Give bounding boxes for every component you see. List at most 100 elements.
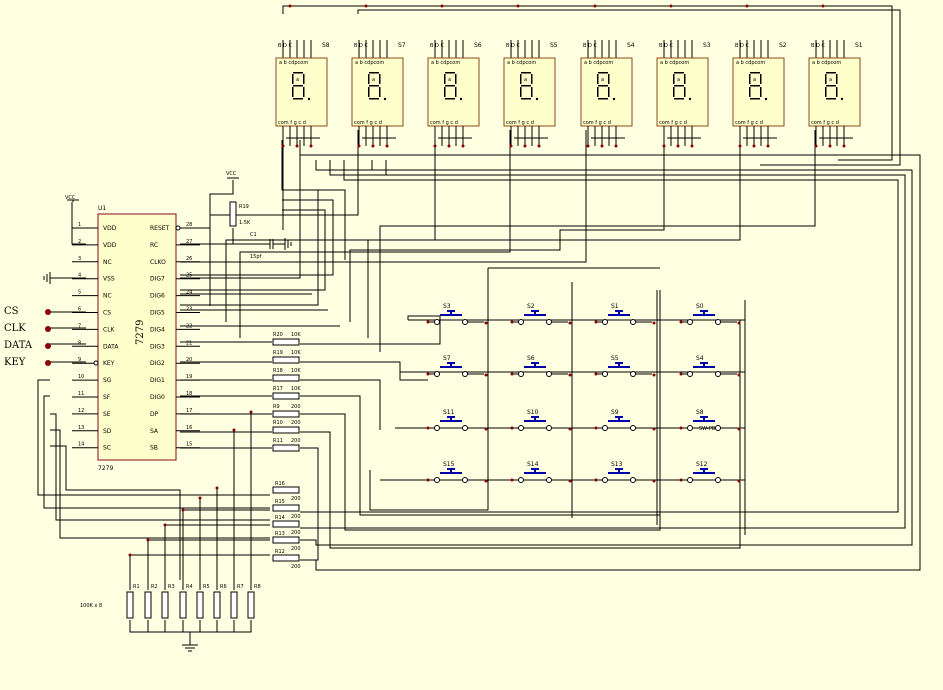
segment-g bbox=[826, 85, 836, 87]
segment-g bbox=[293, 85, 303, 87]
switch-ref: S0 bbox=[696, 303, 704, 310]
pin-number: 22 bbox=[186, 323, 192, 329]
switch-ref: S10 bbox=[527, 409, 539, 416]
junction-dot bbox=[662, 144, 666, 148]
switch-ref: S4 bbox=[696, 355, 704, 362]
junction-dot bbox=[364, 4, 368, 8]
pin-number: 17 bbox=[186, 408, 192, 414]
resistor-body bbox=[272, 486, 300, 494]
pin-name: VDD bbox=[103, 242, 117, 249]
junction-dot bbox=[676, 144, 680, 148]
segment-f bbox=[825, 74, 827, 84]
junction-dot bbox=[523, 144, 527, 148]
pin-name: DP bbox=[150, 411, 159, 418]
switch-contact bbox=[715, 319, 721, 325]
segment-e bbox=[749, 87, 751, 97]
display-top-pins: a b cdpcom bbox=[279, 60, 308, 66]
pin-name: SD bbox=[103, 428, 112, 435]
junction-dot bbox=[737, 479, 741, 483]
pin-name: NC bbox=[103, 293, 112, 300]
junction-dot bbox=[163, 523, 167, 527]
push-button: S11 bbox=[426, 409, 488, 431]
pin-name: DIG6 bbox=[150, 293, 165, 300]
segment-c bbox=[684, 87, 686, 97]
switch-ref: S12 bbox=[696, 461, 708, 468]
junction-dot bbox=[426, 426, 430, 430]
segment-d bbox=[750, 98, 760, 100]
pin-number: 2 bbox=[78, 239, 81, 245]
signal-connector bbox=[45, 309, 51, 315]
display-bottom-pins: com f g c d bbox=[506, 120, 534, 126]
display-top-pins: a b cdpcom bbox=[812, 60, 841, 66]
junction-dot bbox=[652, 321, 656, 325]
display-body bbox=[427, 57, 480, 127]
pin-number: 19 bbox=[186, 374, 192, 380]
segment-a bbox=[598, 72, 608, 74]
junction-dot bbox=[828, 144, 832, 148]
pin-name: CLKO bbox=[150, 259, 166, 266]
pin-number: 12 bbox=[78, 408, 84, 414]
resistor-body bbox=[272, 504, 300, 512]
switch-contact bbox=[602, 371, 608, 377]
pin-name: DIG3 bbox=[150, 343, 165, 350]
display-pin-labels-top: B D C bbox=[735, 43, 749, 49]
resistor-ref: R19 bbox=[273, 350, 283, 356]
pin-name: RESET bbox=[150, 225, 170, 232]
segment-e bbox=[825, 87, 827, 97]
junction-dot bbox=[281, 144, 285, 148]
pulldown-resistor: R7 bbox=[230, 428, 244, 619]
junction-dot bbox=[814, 144, 818, 148]
pin-number: 8 bbox=[78, 340, 81, 346]
segment-e bbox=[292, 87, 294, 97]
seg-letter-a: a bbox=[524, 77, 527, 83]
resistor-ref: R10 bbox=[273, 420, 283, 426]
resistor-body bbox=[247, 591, 255, 619]
resistor-ref: R5 bbox=[203, 584, 210, 590]
display-pin-labels-top: B D C bbox=[354, 43, 368, 49]
resistor-body bbox=[272, 444, 300, 452]
display-pin-labels-top: B D C bbox=[430, 43, 444, 49]
display-body bbox=[275, 57, 328, 127]
junction-dot bbox=[752, 144, 756, 148]
signal-connector bbox=[45, 360, 51, 366]
switch-contact bbox=[462, 425, 468, 431]
pulldown-resistor: R6 bbox=[213, 486, 227, 619]
display-top-pins: a b cdpcom bbox=[431, 60, 460, 66]
junction-dot bbox=[594, 372, 598, 376]
pin-number: 14 bbox=[78, 442, 84, 448]
junction-dot bbox=[679, 320, 683, 324]
resistor-body bbox=[126, 591, 134, 619]
seg-letter-a: a bbox=[372, 77, 375, 83]
resistor-ref: R9 bbox=[273, 404, 280, 410]
resistor-value: 200 bbox=[291, 404, 301, 410]
pin-name: DATA bbox=[103, 343, 119, 350]
segment-c bbox=[303, 87, 305, 97]
push-button: S14 bbox=[510, 461, 572, 483]
junction-dot bbox=[600, 144, 604, 148]
segment-d bbox=[293, 98, 303, 100]
segment-b bbox=[455, 74, 457, 84]
reset-inversion bbox=[175, 225, 181, 231]
push-button: S12 bbox=[679, 461, 741, 483]
segment-g bbox=[445, 85, 455, 87]
resistor-body bbox=[161, 591, 169, 619]
switch-contact bbox=[602, 319, 608, 325]
segment-dp bbox=[307, 97, 311, 101]
resistor-value: 1.5K bbox=[239, 220, 251, 226]
display-pin-labels-top: B D C bbox=[278, 43, 292, 49]
pin-name: SB bbox=[150, 445, 158, 452]
switch-contact bbox=[546, 319, 552, 325]
switch-contact bbox=[462, 319, 468, 325]
display-ref: S1 bbox=[855, 42, 863, 49]
vcc-label: VCC bbox=[65, 195, 76, 201]
switch-contact bbox=[630, 425, 636, 431]
display-body bbox=[351, 57, 404, 127]
resistor-ref: R8 bbox=[254, 584, 261, 590]
signal-label-key: KEY bbox=[4, 357, 26, 368]
resistor-ref: R6 bbox=[220, 584, 227, 590]
